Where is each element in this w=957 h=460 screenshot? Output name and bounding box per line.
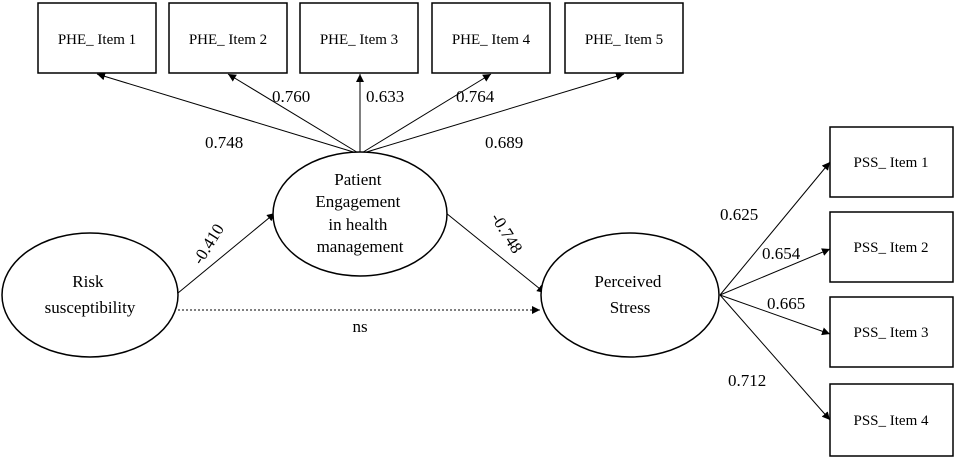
pss-loading-label: 0.665	[767, 294, 805, 313]
latent-label: Perceived Stress	[594, 272, 665, 317]
loading-arrow-pss-4	[719, 294, 831, 421]
pss-item-box: PSS_ Item 2	[829, 211, 954, 283]
phe-item-box: PHE_ Item 1	[37, 2, 157, 74]
phe-loading-label: 0.748	[205, 133, 243, 152]
latent-label: Patient Engagement in health management	[315, 170, 404, 256]
phe-item-box: PHE_ Item 5	[564, 2, 684, 74]
phe-item-label: PHE_ Item 1	[58, 32, 136, 48]
path-coef-risk-engagement: -0.410	[189, 220, 228, 267]
phe-item-label: PHE_ Item 2	[189, 32, 267, 48]
phe-loading-label: 0.764	[456, 87, 495, 106]
phe-item-box: PHE_ Item 4	[431, 2, 551, 74]
path-coef-risk-stress: ns	[352, 317, 367, 336]
path-coef-engagement-stress: -0.748	[487, 209, 526, 256]
pss-item-box: PSS_ Item 3	[829, 296, 954, 368]
pss-loading-label: 0.625	[720, 205, 758, 224]
latent-risk-susceptibility: Risk susceptibility	[1, 232, 179, 358]
loading-arrow-phe-4	[359, 73, 492, 155]
pss-item-box: PSS_ Item 4	[829, 383, 954, 457]
phe-item-box: PHE_ Item 2	[168, 2, 288, 74]
pss-item-label: PSS_ Item 4	[853, 413, 929, 429]
phe-item-box: PHE_ Item 3	[299, 2, 419, 74]
phe-loading-label: 0.760	[272, 87, 310, 106]
latent-perceived-stress: Perceived Stress	[540, 232, 720, 358]
loading-arrow-phe-1	[96, 72, 361, 155]
loading-arrow-pss-1	[719, 161, 831, 296]
phe-loading-label: 0.689	[485, 133, 523, 152]
pss-item-label: PSS_ Item 3	[853, 325, 928, 341]
path-risk-to-engagement	[177, 212, 276, 294]
pss-loading-label: 0.712	[728, 371, 766, 390]
loading-arrow-pss-3	[719, 294, 831, 336]
loading-arrow-phe-5	[359, 72, 625, 155]
phe-item-label: PHE_ Item 4	[452, 32, 531, 48]
pss-item-label: PSS_ Item 1	[853, 155, 928, 171]
latent-label: Risk susceptibility	[45, 272, 136, 317]
phe-item-label: PHE_ Item 5	[585, 32, 663, 48]
path-engagement-to-stress	[445, 212, 546, 294]
phe-item-label: PHE_ Item 3	[320, 32, 398, 48]
latent-patient-engagement: Patient Engagement in health management	[272, 151, 448, 277]
loading-arrow-phe-2	[227, 73, 361, 155]
pss-item-label: PSS_ Item 2	[853, 240, 928, 256]
phe-loading-label: 0.633	[366, 87, 404, 106]
loading-arrow-pss-2	[719, 248, 831, 296]
pss-item-box: PSS_ Item 1	[829, 126, 954, 198]
pss-loading-label: 0.654	[762, 244, 801, 263]
